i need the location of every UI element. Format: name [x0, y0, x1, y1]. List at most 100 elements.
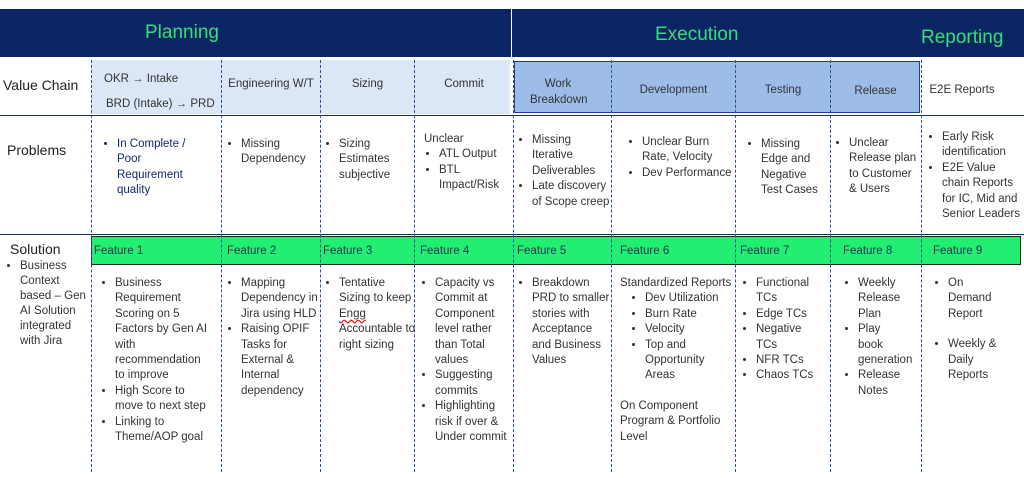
problem-item: E2E Value chain Reports for IC, Mid and …: [942, 161, 1022, 223]
feature-7-label: Feature 7: [740, 245, 790, 257]
stage-testing: Testing: [764, 84, 802, 96]
problem-item: Missing Dependency: [241, 137, 318, 168]
phase-execution: Execution: [655, 24, 739, 45]
problem-cell-5: Missing Iterative Deliverables Late disc…: [517, 133, 611, 210]
feature-band: [91, 236, 1021, 265]
solution-item: Release Notes: [858, 368, 903, 399]
problem-cell-8: Unclear Release plan to Customer & Users: [834, 136, 920, 198]
problem-item: ATL Output: [439, 147, 512, 162]
planning-stage-band: [91, 60, 510, 114]
phase-header-bar: [0, 9, 1024, 57]
solution-item: Top and Opportunity Areas: [645, 338, 734, 384]
solution-cell-7: Functional TCs Edge TCs Negative TCs NFR…: [741, 276, 825, 384]
execution-stage-band: [514, 61, 920, 113]
solution-text: Accountable to right sizing: [339, 323, 416, 351]
column-divider: [735, 60, 736, 472]
solution-item: High Score to move to next step: [115, 384, 208, 415]
problem-cell-4: Unclear ATL Output BTL Impact/Risk: [424, 132, 512, 194]
stage-okr-intake: OKR → Intake: [104, 73, 179, 85]
problem-item: Early Risk identification: [942, 130, 1022, 161]
problem-item: Unclear Release plan to Customer & Users: [849, 136, 920, 198]
column-divider: [921, 60, 922, 472]
feature-6-label: Feature 6: [620, 245, 670, 257]
solution-cell-9: On Demand Report Weekly & Daily Reports: [933, 276, 1003, 383]
feature-3-label: Feature 3: [323, 245, 373, 257]
phase-divider: [511, 9, 512, 57]
problem-cell-9: Early Risk identification E2E Value chai…: [927, 130, 1022, 222]
problem-item: In Complete / Poor Requirement quality: [117, 137, 204, 199]
problem-item: Unclear Burn Rate, Velocity: [642, 135, 732, 166]
problem-title: Unclear: [424, 133, 464, 145]
solution-item: Velocity: [645, 322, 734, 337]
column-divider: [221, 60, 222, 472]
problem-cell-3: Sizing Estimates subjective: [324, 137, 412, 183]
solution-item: Highlighting risk if over & Under commit: [435, 399, 510, 445]
problem-item: BTL Impact/Risk: [439, 163, 512, 194]
row-separator-value-chain: [0, 115, 1024, 116]
solution-cell-6: Standardized Reports Dev Utilization Bur…: [620, 276, 734, 445]
stage-release: Release: [854, 85, 897, 97]
solution-title: Standardized Reports: [620, 277, 732, 289]
solution-item: On Demand Report: [948, 276, 1003, 322]
solution-cell-4: Capacity vs Commit at Component level ra…: [420, 276, 510, 445]
solution-cell-1: Business Requirement Scoring on 5 Factor…: [100, 276, 208, 445]
solution-item: Raising OPIF Tasks for External & Intern…: [241, 322, 320, 399]
problem-cell-7: Missing Edge and Negative Test Cases: [746, 137, 826, 199]
phase-reporting: Reporting: [921, 27, 1004, 48]
solution-item: Burn Rate: [645, 307, 734, 322]
row-label-solution: Solution: [10, 241, 61, 257]
solution-item: NFR TCs: [756, 353, 825, 368]
feature-1-label: Feature 1: [94, 245, 144, 257]
solution-item: Weekly Release Plan: [858, 276, 903, 322]
solution-item: Capacity vs Commit at Component level ra…: [435, 276, 510, 368]
solution-context-text: Business Context based – Gen AI Solution…: [20, 259, 90, 349]
column-divider: [320, 60, 321, 472]
feature-4-label: Feature 4: [420, 245, 470, 257]
solution-item: Chaos TCs: [756, 368, 825, 383]
solution-text: Tentative Sizing to keep: [339, 277, 412, 305]
solution-item: Business Requirement Scoring on 5 Factor…: [115, 276, 208, 384]
problem-item: Late discovery of Scope creep: [532, 179, 611, 210]
solution-item: Mapping Dependency in Jira using HLD: [241, 276, 320, 322]
stage-work-breakdown: Work Breakdown: [530, 78, 588, 106]
stage-brd-prd: BRD (Intake) → PRD: [106, 98, 215, 110]
solution-item: Edge TCs: [756, 307, 825, 322]
solution-item: Negative TCs: [756, 322, 825, 353]
feature-8-label: Feature 8: [843, 245, 893, 257]
solution-cell-5: Breakdown PRD to smaller stories with Ac…: [517, 276, 611, 368]
solution-item: Breakdown PRD to smaller stories with Ac…: [532, 276, 611, 368]
solution-item: Dev Utilization: [645, 291, 734, 306]
solution-context: Business Context based – Gen AI Solution…: [6, 259, 90, 349]
problem-cell-2: Missing Dependency: [226, 137, 318, 168]
row-label-value-chain: Value Chain: [3, 77, 79, 93]
solution-item: Suggesting commits: [435, 368, 510, 399]
column-divider: [830, 60, 831, 472]
row-label-problems: Problems: [7, 142, 67, 158]
row-separator-problems: [0, 234, 1024, 235]
stage-development: Development: [639, 84, 708, 96]
stage-engineering-wt: Engineering W/T: [228, 78, 314, 90]
problem-item: Missing Iterative Deliverables: [532, 133, 611, 179]
spellcheck-word: Engg: [339, 307, 366, 320]
problem-item: Sizing Estimates subjective: [339, 137, 412, 183]
solution-item: Play book generation: [858, 322, 912, 368]
stage-commit: Commit: [444, 78, 484, 90]
feature-9-label: Feature 9: [933, 245, 983, 257]
problem-item: Missing Edge and Negative Test Cases: [761, 137, 826, 199]
solution-item: Functional TCs: [756, 276, 825, 307]
feature-2-label: Feature 2: [227, 245, 277, 257]
problem-cell-6: Unclear Burn Rate, Velocity Dev Performa…: [627, 135, 732, 181]
solution-cell-3: Tentative Sizing to keep Engg Accountabl…: [324, 276, 416, 353]
problem-cell-1: In Complete / Poor Requirement quality: [102, 137, 204, 199]
solution-item: Tentative Sizing to keep Engg Accountabl…: [339, 276, 416, 353]
stage-sizing: Sizing: [351, 78, 384, 90]
column-divider: [91, 60, 92, 472]
problem-item: Dev Performance: [642, 166, 732, 181]
solution-cell-2: Mapping Dependency in Jira using HLD Rai…: [226, 276, 320, 399]
column-divider: [414, 60, 415, 472]
column-divider: [513, 60, 514, 472]
solution-item: Weekly & Daily Reports: [948, 337, 1003, 383]
column-divider: [611, 60, 612, 472]
solution-cell-8: Weekly Release Plan Play book generation…: [843, 276, 912, 399]
solution-item: Linking to Theme/AOP goal: [115, 415, 208, 446]
